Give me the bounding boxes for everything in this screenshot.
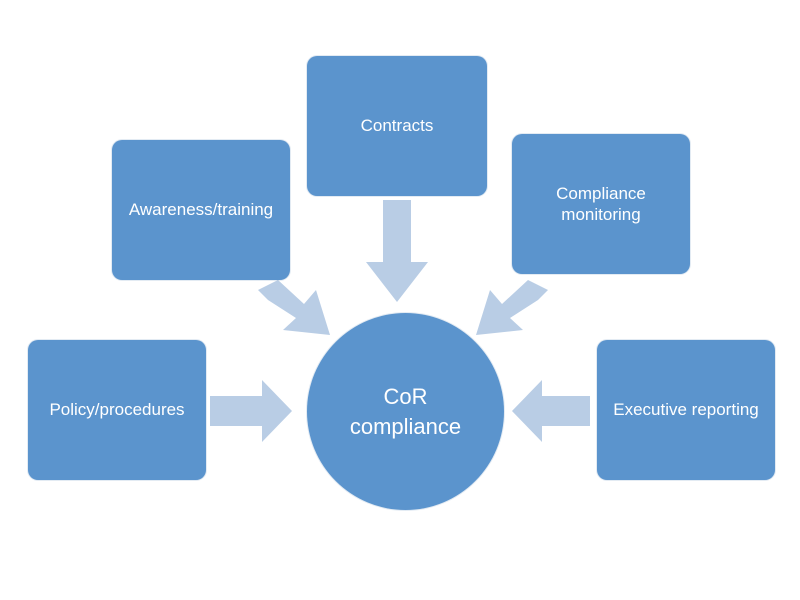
arrow-contracts-to-center — [366, 200, 428, 302]
node-awareness-training-label: Awareness/training — [128, 200, 274, 220]
node-policy-procedures: Policy/procedures — [28, 340, 206, 480]
center-cor-compliance-label: CoR compliance — [349, 383, 462, 439]
node-contracts: Contracts — [307, 56, 487, 196]
node-executive-reporting: Executive reporting — [597, 340, 775, 480]
node-executive-reporting-label: Executive reporting — [613, 400, 759, 420]
node-compliance-monitoring-label: Compliance monitoring — [556, 183, 646, 224]
arrow-awareness-to-center — [258, 280, 330, 335]
arrow-monitoring-to-center — [476, 280, 548, 335]
node-compliance-monitoring: Compliance monitoring — [512, 134, 690, 274]
center-cor-compliance: CoR compliance — [307, 313, 504, 510]
node-policy-procedures-label: Policy/procedures — [49, 400, 185, 420]
arrow-executive-to-center — [512, 380, 590, 442]
arrow-policy-to-center — [210, 380, 292, 442]
node-awareness-training: Awareness/training — [112, 140, 290, 280]
node-contracts-label: Contracts — [360, 116, 434, 136]
